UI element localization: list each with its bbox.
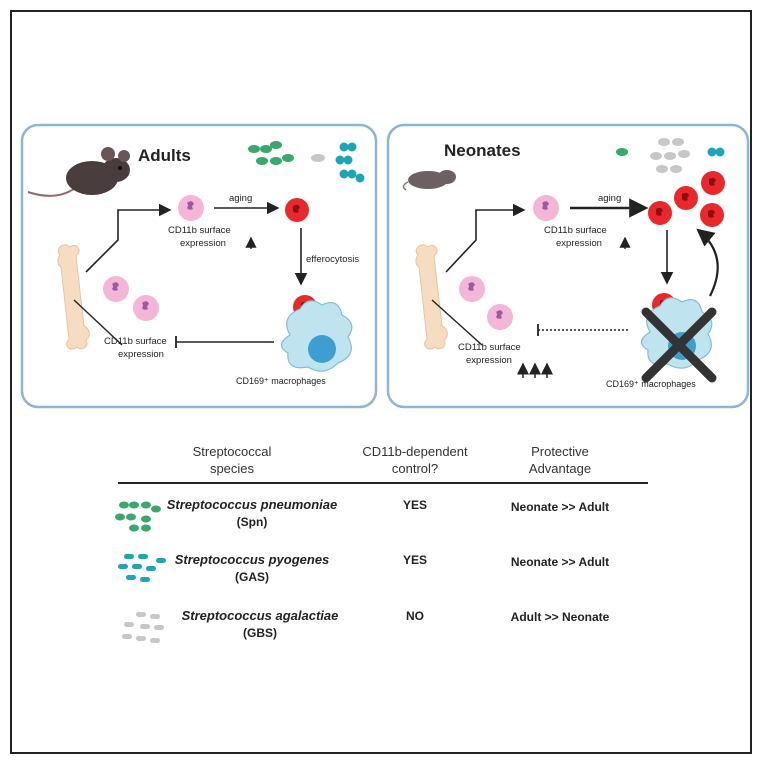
- summary-table: Streptococcal species CD11b-dependent co…: [115, 444, 648, 643]
- neonate-surface-label: CD11b surface: [544, 225, 607, 236]
- gas-species-name: Streptococcus pyogenes: [175, 552, 330, 567]
- adult-efferocytosis-label: efferocytosis: [306, 254, 359, 265]
- impaired-x-icon: [641, 307, 717, 383]
- adult-surface-label: CD11b surface: [168, 225, 231, 236]
- adults-title: Adults: [138, 146, 191, 165]
- gas-bacteria-icon: [118, 554, 166, 582]
- table-header-species-2: species: [210, 461, 255, 476]
- table-header-control: CD11b-dependent: [362, 444, 468, 459]
- spn-control: YES: [403, 498, 427, 512]
- figure-frame: [10, 10, 752, 754]
- neonates-panel: Neonates aging CD11b surface expression: [386, 123, 750, 409]
- gbs-species-name: Streptococcus agalactiae: [182, 608, 339, 623]
- gas-control: YES: [403, 553, 427, 567]
- neonate-bone-line: [431, 299, 483, 346]
- neonate-accumulation-arrow: [696, 228, 719, 297]
- spn-advantage: Neonate >> Adult: [511, 500, 609, 514]
- neonate-mouse-icon: [402, 170, 456, 191]
- neonates-panel-border: [386, 123, 750, 409]
- neonate-macrophage-icon: [640, 297, 713, 369]
- neonate-bone-surface-label: CD11b surface: [458, 342, 521, 353]
- spn-bacteria-icon: [115, 501, 161, 532]
- adult-surface-label-2: expression: [180, 238, 226, 249]
- adult-macrophage-icon: [280, 300, 353, 372]
- neonate-aged-neutrophil-3: [701, 171, 725, 195]
- neonates-title: Neonates: [444, 141, 521, 160]
- neonates-bacteria-icon: [616, 138, 725, 173]
- neonate-release-arrow: [445, 203, 526, 273]
- adult-bone-line: [73, 299, 123, 346]
- gas-advantage: Neonate >> Adult: [511, 555, 609, 569]
- spn-abbr: (Spn): [237, 515, 268, 529]
- table-header-advantage: Protective: [531, 444, 589, 459]
- table-header-advantage-2: Advantage: [529, 461, 591, 476]
- adult-mouse-icon: [27, 147, 130, 197]
- gas-abbr: (GAS): [235, 570, 269, 584]
- adults-bacteria-icon: [248, 141, 365, 183]
- gbs-bacteria-icon: [122, 612, 164, 643]
- adult-circulating-neutrophil: [178, 195, 204, 221]
- adults-panel-border: [20, 123, 378, 409]
- table-header-species: Streptococcal: [193, 444, 272, 459]
- neonate-aging-label: aging: [598, 193, 621, 204]
- neonate-surface-label-2: expression: [556, 238, 602, 249]
- adult-bone-neutrophil-1: [103, 276, 129, 302]
- neonate-aged-neutrophil-4: [700, 203, 724, 227]
- neonate-aged-neutrophil-1: [648, 201, 672, 225]
- neonate-circulating-neutrophil: [533, 195, 559, 221]
- gbs-advantage: Adult >> Neonate: [511, 610, 610, 624]
- neonate-bone-surface-label-2: expression: [466, 355, 512, 366]
- neonate-bone-neutrophil-2: [487, 304, 513, 330]
- neonate-bone-icon: [415, 244, 448, 350]
- adult-release-arrow: [85, 203, 172, 273]
- adult-bone-surface-label-2: expression: [118, 349, 164, 360]
- neonate-aged-neutrophil-2: [674, 186, 698, 210]
- adults-panel: Adults aging: [20, 123, 378, 409]
- adult-aging-label: aging: [229, 193, 252, 204]
- adult-bone-neutrophil-2: [133, 295, 159, 321]
- neonate-bone-neutrophil-1: [459, 276, 485, 302]
- adult-bone-icon: [57, 244, 90, 350]
- neonate-triple-up-arrow-icon: [517, 362, 553, 378]
- adult-aged-neutrophil: [285, 198, 309, 222]
- adult-macrophage-label: CD169⁺ macrophages: [236, 376, 326, 386]
- gbs-control: NO: [406, 609, 424, 623]
- spn-species-name: Streptococcus pneumoniae: [167, 497, 337, 512]
- gbs-abbr: (GBS): [243, 626, 277, 640]
- table-header-control-2: control?: [392, 461, 438, 476]
- neonate-macrophage-label: CD169⁺ macrophages: [606, 379, 696, 389]
- adult-bone-surface-label: CD11b surface: [104, 336, 167, 347]
